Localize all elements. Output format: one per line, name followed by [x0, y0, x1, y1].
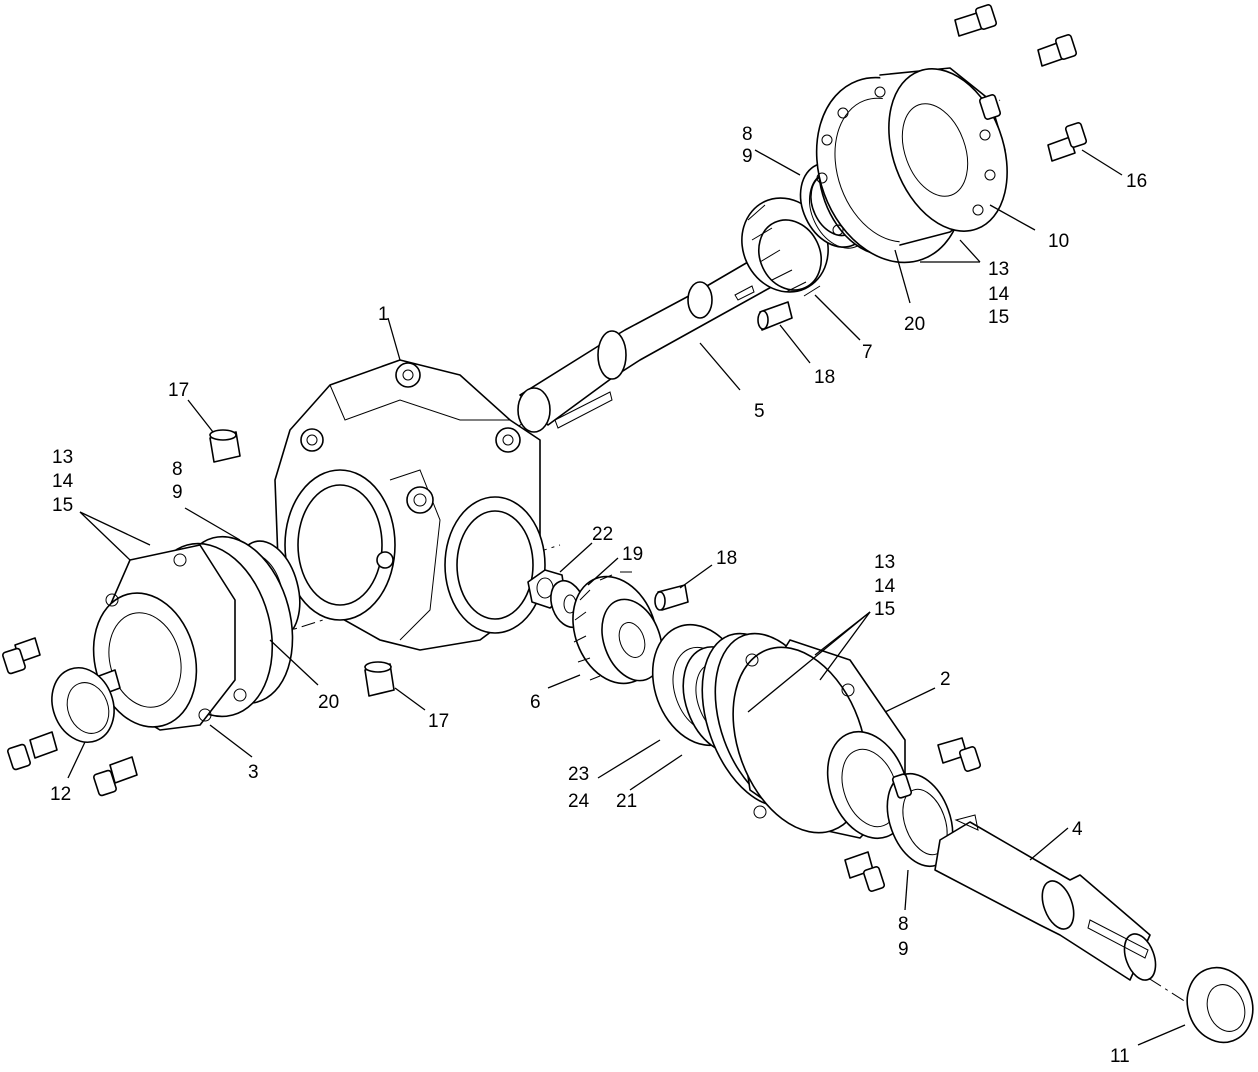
- cap-bolt-lower-b: [844, 851, 886, 892]
- callout-22: 22: [592, 524, 613, 545]
- callout-14-upper: 14: [988, 284, 1010, 305]
- callout-15-upper: 15: [988, 307, 1009, 328]
- callout-17-lower: 17: [428, 711, 449, 732]
- callout-24: 24: [568, 791, 590, 812]
- cap-bolt-left-d: [93, 756, 138, 797]
- callout-7: 7: [862, 342, 873, 363]
- cap-bolt-lower-c: [891, 773, 913, 799]
- callout-14-right: 14: [874, 576, 896, 597]
- callout-4: 4: [1072, 819, 1083, 840]
- callout-6: 6: [530, 692, 541, 713]
- cap-bolt-16-c: [1047, 122, 1088, 162]
- output-shaft-4: [934, 814, 1157, 981]
- bushing-17-upper: [209, 429, 241, 463]
- callout-2: 2: [940, 669, 951, 690]
- gearbox-housing: [274, 359, 546, 651]
- cap-bolt-left-c: [7, 731, 58, 771]
- callout-17-upper: 17: [168, 380, 189, 401]
- callout-11: 11: [1110, 1046, 1130, 1067]
- callout-21: 21: [616, 791, 637, 812]
- oil-seal-11: [1186, 966, 1254, 1044]
- callout-13-upper: 13: [988, 259, 1009, 280]
- callout-16: 16: [1126, 171, 1147, 192]
- callout-18-lower: 18: [716, 548, 737, 569]
- callout-labels: 1 17 5 7 18 8 9 10 16 13 14 15 20 13 14 …: [50, 124, 1147, 1067]
- cap-bolt-16-b: [1037, 34, 1078, 67]
- callout-9-left: 9: [172, 482, 183, 503]
- callout-8-lower: 8: [898, 914, 909, 935]
- callout-13-right: 13: [874, 552, 895, 573]
- upper-bearing-cap: [815, 67, 1008, 264]
- callout-3: 3: [248, 762, 259, 783]
- callout-20-upper: 20: [904, 314, 925, 335]
- callout-13-left: 13: [52, 447, 73, 468]
- cap-bolt-left-a: [2, 637, 41, 675]
- callout-19: 19: [622, 544, 643, 565]
- cap-bolt-16-d: [978, 94, 1002, 120]
- callout-18-upper: 18: [814, 367, 835, 388]
- callout-9-lower: 9: [898, 939, 909, 960]
- oil-seal-12: [51, 667, 115, 743]
- bevel-gear-7: [741, 197, 829, 297]
- bushing-17-lower: [364, 661, 395, 697]
- woodruff-key-18-lower: [654, 584, 689, 611]
- callout-9-upper: 9: [742, 146, 753, 167]
- cap-bolt-lower-a: [937, 737, 982, 772]
- callout-5: 5: [754, 401, 765, 422]
- callout-20-left: 20: [318, 692, 339, 713]
- input-shaft: [517, 254, 776, 433]
- callout-12: 12: [50, 784, 71, 805]
- cap-bolt-16-a: [954, 4, 998, 37]
- callout-15-left: 15: [52, 495, 73, 516]
- callout-15-right: 15: [874, 599, 895, 620]
- callout-1: 1: [378, 304, 389, 325]
- callout-23: 23: [568, 764, 589, 785]
- woodruff-key-18-upper: [757, 301, 793, 331]
- pinion-gear-6: [572, 571, 663, 685]
- leader-lines: [67, 149, 1186, 1046]
- callout-8-upper: 8: [742, 124, 753, 145]
- callout-10: 10: [1048, 231, 1069, 252]
- callout-14-left: 14: [52, 471, 74, 492]
- callout-8-left: 8: [172, 459, 183, 480]
- left-bearing-cap: [92, 535, 294, 731]
